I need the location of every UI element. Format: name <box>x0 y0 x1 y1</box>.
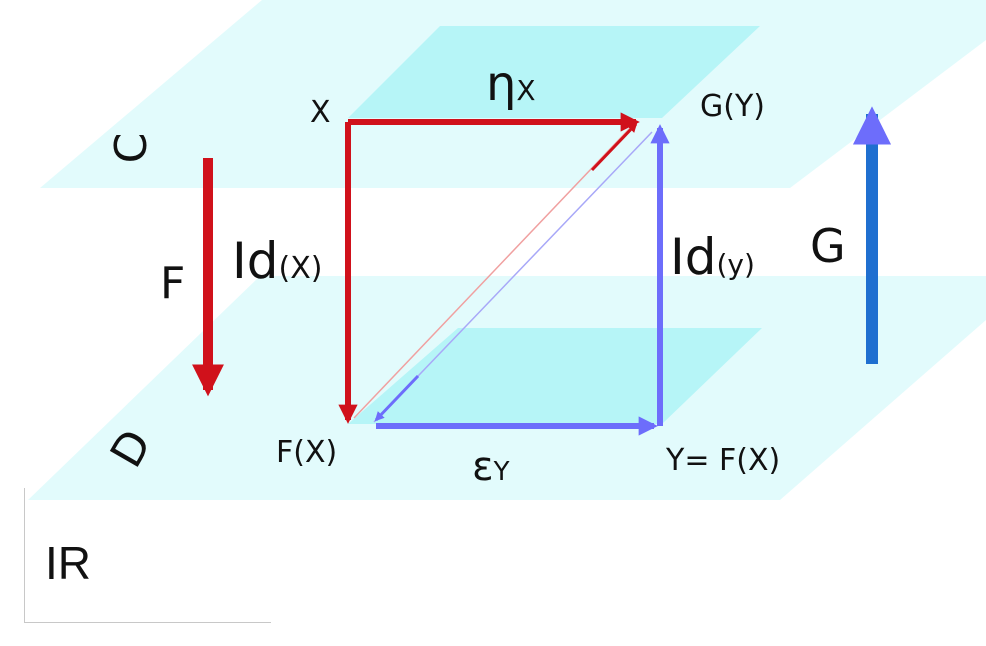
id-x-main: Id <box>232 232 278 290</box>
ir-footer-frame: IR <box>24 488 271 623</box>
eta-label: ηX <box>486 56 536 112</box>
ir-label: IR <box>45 537 91 589</box>
id-y-subscript: (y) <box>716 248 754 281</box>
square-top <box>348 26 760 118</box>
node-fx-label: F(X) <box>276 435 337 470</box>
id-x-subscript: (X) <box>278 251 322 286</box>
node-gy-label: G(Y) <box>700 89 765 124</box>
epsilon-symbol: ε <box>472 444 494 490</box>
functor-f-label: F <box>160 258 185 309</box>
id-x-label: Id(X) <box>232 232 322 290</box>
diagonal-blue-line <box>373 131 653 423</box>
id-y-main: Id <box>670 228 716 286</box>
node-x-label: X <box>310 95 331 130</box>
epsilon-label: εY <box>472 444 510 490</box>
diagonal-blue-arrow <box>374 374 420 422</box>
eta-subscript: X <box>516 74 535 107</box>
id-y-label: Id(y) <box>670 228 755 286</box>
functor-g-label: G <box>810 219 846 273</box>
eta-symbol: η <box>486 56 516 112</box>
diagonal-red-line <box>353 125 633 419</box>
node-y-label: Y= F(X) <box>665 443 780 478</box>
category-c-label: C <box>106 133 157 164</box>
diagonal-red-arrow <box>590 122 638 172</box>
epsilon-subscript: Y <box>493 457 510 487</box>
